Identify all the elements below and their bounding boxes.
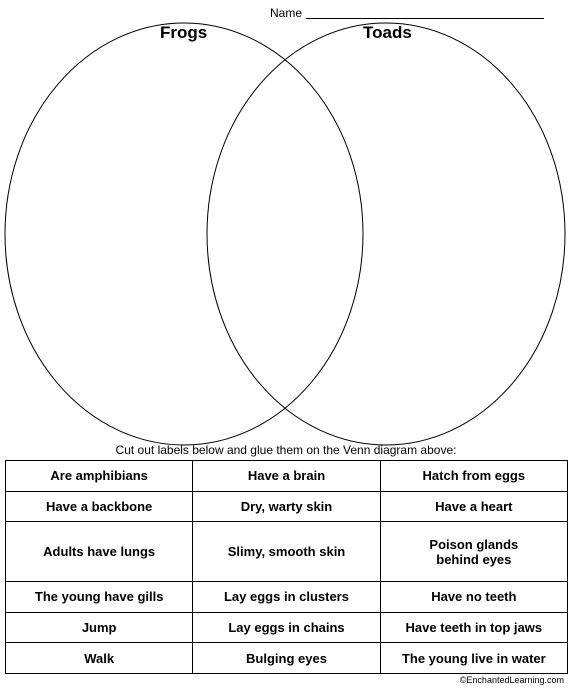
label-cell[interactable]: Slimy, smooth skin [192,521,381,582]
copyright-footer: ©EnchantedLearning.com [459,675,564,685]
label-cell[interactable]: The young have gills [4,580,194,613]
venn-circle-left [4,22,364,446]
label-cell[interactable]: Have a backbone [4,490,194,523]
label-cell[interactable]: Jump [4,611,194,644]
label-cell[interactable]: Dry, warty skin [192,490,381,523]
label-cell[interactable]: Poison glands behind eyes [379,521,569,582]
label-cell[interactable]: The young live in water [379,642,569,674]
venn-diagram [4,22,566,446]
label-cell[interactable]: Are amphibians [4,460,194,492]
label-cell[interactable]: Have a heart [379,490,569,523]
venn-title-left: Frogs [160,23,208,42]
label-cell[interactable]: Hatch from eggs [379,460,569,492]
label-cell[interactable]: Bulging eyes [192,642,381,674]
label-cell[interactable]: Walk [4,642,194,674]
venn-title-right: Toads [363,23,412,42]
label-cell[interactable]: Lay eggs in clusters [192,580,381,613]
label-cell[interactable]: Have teeth in top jaws [379,611,569,644]
name-blank-line[interactable] [306,18,544,19]
name-label: Name [270,6,303,20]
label-cell[interactable]: Adults have lungs [4,521,194,582]
instructions-text: Cut out labels below and glue them on th… [115,443,457,457]
label-cell[interactable]: Have a brain [192,460,381,492]
label-cell[interactable]: Lay eggs in chains [192,611,381,644]
label-cell[interactable]: Have no teeth [379,580,569,613]
venn-circle-right [206,22,566,446]
